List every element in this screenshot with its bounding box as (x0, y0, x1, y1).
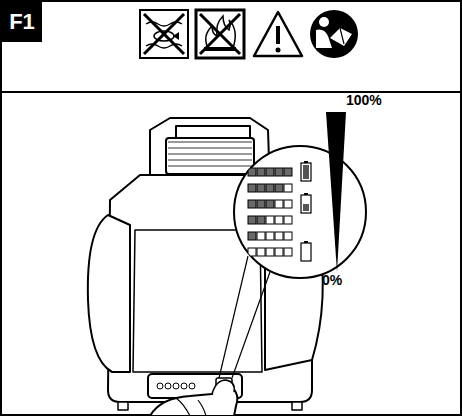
magnifier-circle (234, 146, 366, 278)
figure-label-box: F1 (2, 2, 42, 42)
hand (150, 380, 237, 416)
charge-level-bars (248, 161, 311, 261)
leader-line (232, 272, 270, 378)
charge-wedge (326, 112, 346, 272)
no-water-icon (140, 10, 188, 58)
warning-icon (254, 12, 302, 56)
figure-number: F1 (9, 9, 35, 35)
percent-label: 100% (346, 92, 382, 108)
read-manual-icon (310, 10, 358, 58)
leader-line (219, 256, 248, 378)
no-fire-icon (196, 10, 244, 58)
percent-label: 0% (322, 272, 342, 288)
